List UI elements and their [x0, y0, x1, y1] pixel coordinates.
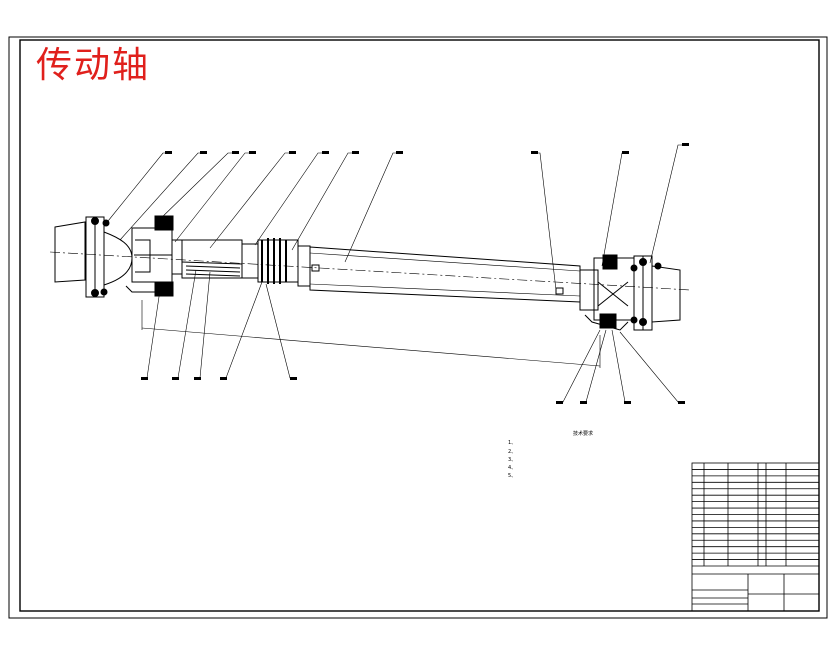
requirements-heading: 技术要求 [572, 431, 593, 437]
leader-lines-bottom [141, 269, 684, 403]
callout-tags-bottom [141, 377, 685, 404]
left-universal-joint [125, 215, 183, 297]
dimension-line [141, 327, 601, 367]
dust-boot [257, 238, 311, 287]
right-flange [630, 255, 681, 331]
technical-requirements: 技术要求 1、 2、 3、 4、 5、 [508, 430, 638, 481]
centerline [49, 251, 691, 291]
drawing-title: 传动轴 [36, 45, 151, 86]
requirement-line: 5、 [508, 473, 517, 480]
right-universal-joint [579, 254, 635, 331]
callout-tags-top [165, 143, 689, 154]
title-block [691, 462, 820, 612]
outer-frame [8, 36, 828, 619]
requirement-line: 4、 [508, 465, 517, 472]
leader-lines-top [103, 144, 685, 291]
requirement-line: 1、 [508, 440, 517, 447]
requirement-line: 3、 [508, 456, 517, 463]
left-flange [54, 216, 133, 298]
inner-frame [19, 39, 820, 612]
requirement-line: 2、 [508, 448, 517, 455]
spline-sleeve [181, 239, 259, 279]
shaft-tube [309, 246, 581, 303]
